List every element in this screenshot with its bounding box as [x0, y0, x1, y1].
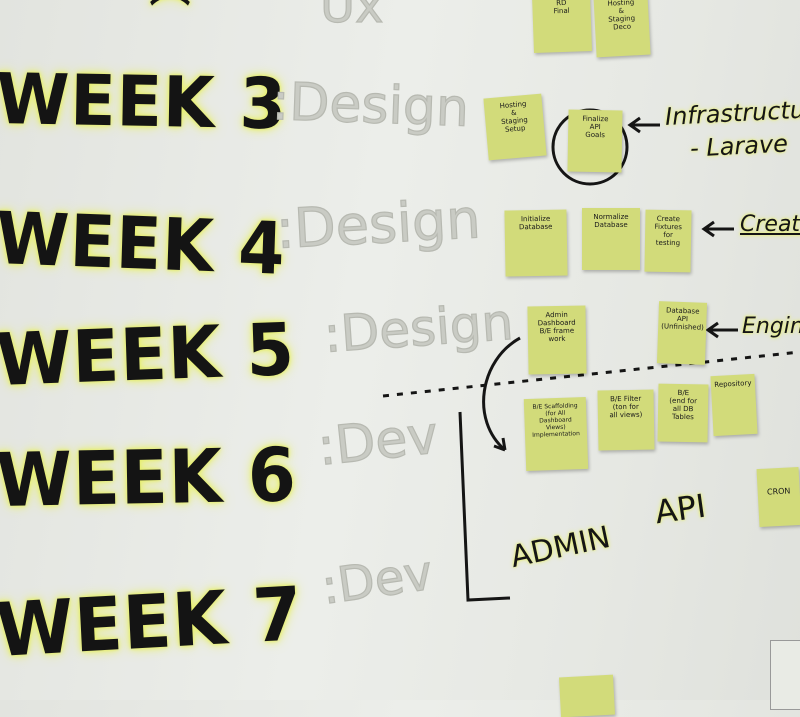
bracket-line	[458, 411, 511, 602]
annotation-engineer: Engineer	[742, 314, 800, 339]
arrow-create	[701, 220, 734, 238]
sticky-note-admin-dashboard: Admin Dashboard B/E frame work	[527, 305, 587, 375]
sticky-note-cron: CRON	[756, 466, 800, 528]
annotation-create: Create F	[740, 212, 800, 237]
top-partial-phase: Ux	[319, 0, 384, 35]
top-partial-marks: ⌒	[150, 0, 191, 38]
curved-arrow	[482, 336, 521, 452]
sticky-note-hosting-setup: Hosting & Staging Setup	[483, 93, 547, 161]
sticky-note-be-scaffolding: B/E Scaffolding (for All Dashboard Views…	[523, 396, 589, 472]
connector-lines	[382, 108, 800, 602]
sticky-note-partial-bottom-2	[770, 640, 800, 710]
arrow-engineer	[705, 321, 738, 339]
sticky-note-be-tables: B/E (end for all DB Tables	[657, 383, 709, 443]
sticky-note-database-api: Database API (Unfinished)	[656, 301, 708, 365]
sticky-note-fixtures: Create Fixtures for testing	[644, 209, 692, 273]
sticky-note-hosting-deco: Hosting & Staging Deco	[593, 0, 651, 58]
sticky-note-be-filter: B/E Filter (ton for all views)	[597, 389, 655, 451]
sticky-note-finalize-api: Finalize API Goals	[567, 109, 623, 173]
annotation-laravel: - Larave	[689, 129, 789, 163]
arrow-infra	[627, 116, 660, 134]
sticky-note-repository: Repository	[710, 373, 758, 437]
curved-arrowhead	[493, 437, 507, 452]
sticky-note-init-db: Initialize Database	[504, 209, 568, 277]
section-label-api: API	[652, 486, 709, 532]
sticky-note-partial-bottom-1	[558, 674, 616, 717]
sticky-note-normalize-db: Normalize Database	[582, 208, 640, 270]
sticky-note-rd-final: RD Final	[532, 0, 592, 53]
